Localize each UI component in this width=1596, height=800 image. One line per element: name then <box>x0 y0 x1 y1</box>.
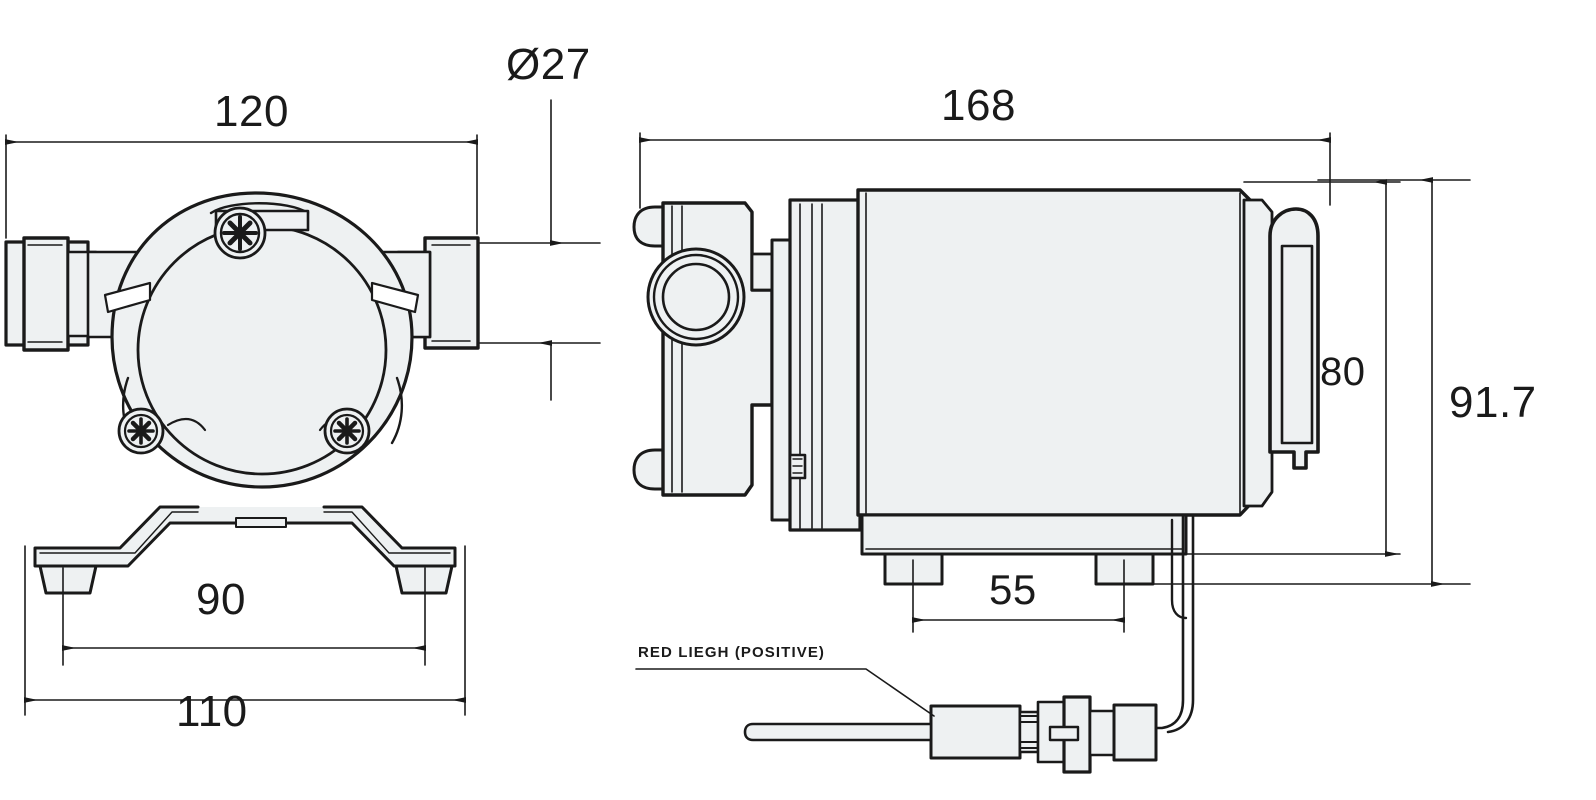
front-view-geometry <box>4 191 480 595</box>
dimension-label-base-width-110: 110 <box>176 687 248 736</box>
dimension-label-foot-spacing-55: 55 <box>989 566 1037 613</box>
dimension-label-width-120: 120 <box>214 87 289 136</box>
dimension-label-motor-height-80: 80 <box>1320 350 1366 394</box>
front-view-dimensions <box>5 99 601 716</box>
side-view-geometry <box>632 188 1320 774</box>
dimension-label-port-diameter: Ø27 <box>506 40 591 89</box>
dimension-label-hole-spacing-90: 90 <box>196 575 246 624</box>
side-view-dimensions <box>639 132 1471 633</box>
dimension-label-overall-height-91-7: 91.7 <box>1449 378 1537 427</box>
wire-annotation-label: RED LIEGH (POSITIVE) <box>638 644 826 661</box>
dimension-label-length-168: 168 <box>941 81 1016 130</box>
